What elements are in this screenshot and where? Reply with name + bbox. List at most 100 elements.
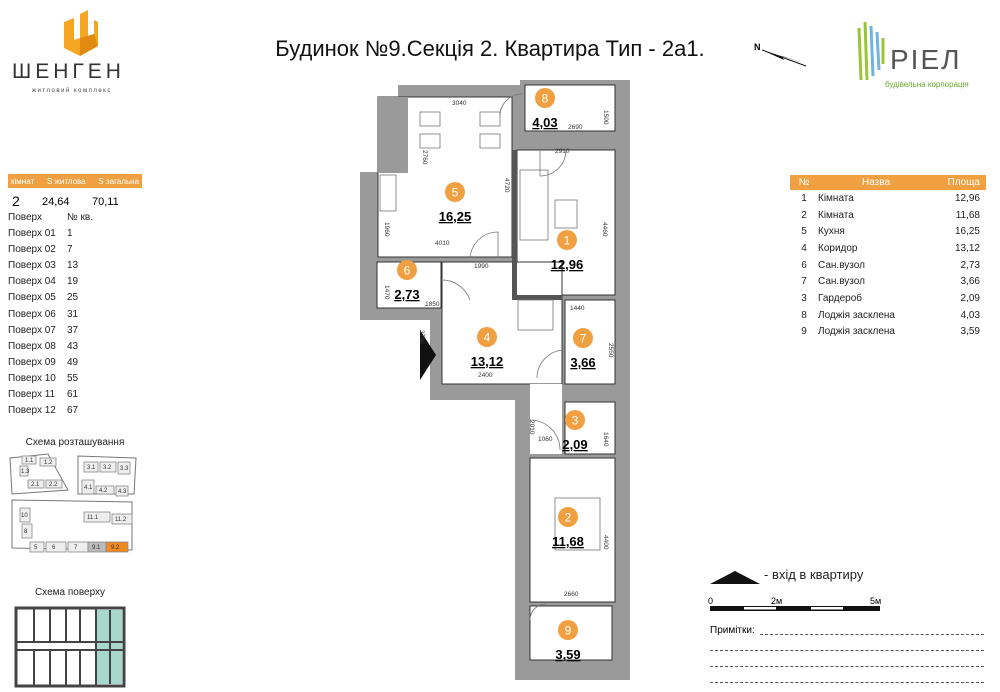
room-number-badge [397,260,417,280]
room-area: 3,66 [960,276,980,288]
floor-label: Поверх 05 [8,292,56,304]
room-label: 112,96 [551,230,584,272]
apartment-number: 19 [67,276,79,288]
shengen-logo-name: ШЕНГЕН [12,60,125,83]
room-number-badge [565,410,585,430]
dimension-label: 1440 [570,305,585,312]
room-name: Лоджія засклена [818,326,895,338]
room-number: 9 [801,326,807,338]
apartment-number: 1 [67,228,73,239]
room-number-badge [445,182,465,202]
notes-label: Примітки: [710,625,755,636]
room-number: 8 [801,309,807,321]
room-label: 93,59 [555,620,581,662]
room-area: 13,12 [471,354,504,369]
room-number: 3 [572,414,579,428]
floor-row: Поверх 05 25 [8,292,78,303]
dimension-label: 4720 [503,178,510,193]
room-area: 2,73 [960,259,980,271]
scale-bar [710,606,880,611]
room-2 [529,457,616,603]
room-area: 12,96 [954,192,980,204]
apt-col: № кв. [67,212,93,223]
floor-label: Поверх 04 [8,276,56,288]
room-number: 3 [801,292,807,304]
building-label: 11.1 [87,515,99,521]
room-number: 4 [801,242,807,254]
room-label: 32,09 [562,410,588,452]
building-label: 6 [52,545,56,551]
floor-label: Поверх 07 [8,324,56,336]
room-area: 4,03 [960,309,980,321]
dimension-label: 2550 [607,343,614,358]
dimension-label: 2010 [528,420,535,435]
dimension-label: 1850 [425,301,440,308]
dimension-label: 2400 [478,372,493,379]
room-area: 2,09 [562,437,587,452]
total-area: 70,11 [92,196,119,208]
dimension-label: 1470 [383,285,390,300]
dimension-label: 2760 [421,150,428,165]
apartment-number: 7 [67,244,73,256]
header-total-area: S загальна [98,176,139,186]
room-area: 3,59 [555,647,580,662]
floor-row: Поверх 04 19 [8,276,78,287]
apartment-number: 13 [67,260,79,272]
building-label: 4.3 [118,489,127,495]
room-name: Кухня [818,226,845,238]
room-label: 73,66 [570,328,596,370]
room-area: 2,73 [394,287,419,302]
room-area: 4,03 [532,115,557,130]
floor-label: Поверх 12 [8,405,56,417]
building-label: 1.2 [44,460,53,466]
apartment-number: 55 [67,372,79,384]
building-label: 7 [74,545,78,551]
room-area: 12,96 [551,257,584,272]
summary-header: кімнат S житлова S загальна [8,174,142,188]
room-number: 1 [564,234,571,248]
col-area: Площа [947,177,981,188]
room-label: 413,12 [471,327,504,369]
room-name: Кімната [818,192,854,204]
header-rooms: кімнат [11,176,35,186]
apartment-number: 25 [67,292,79,304]
entry-symbol-icon [710,571,760,584]
room-number: 2 [801,209,807,221]
room-number: 5 [452,186,459,200]
room-number: 9 [565,624,572,638]
floor-label: Поверх 03 [8,260,56,272]
site-scheme-title: Схема розташування [25,437,125,448]
dimension-label: 1640 [602,432,609,447]
dimension-label: 1990 [474,263,489,270]
rooms-table-header: № Назва Площа [790,175,986,190]
dimension-label: 1500 [602,110,609,125]
notes-line [710,682,984,683]
room-area: 11,68 [552,534,584,549]
room-number-badge [558,620,578,640]
floor-scheme-map [14,606,126,688]
building-label: 3.1 [87,465,96,471]
building-label: 4.2 [99,488,108,494]
room-name: Кімната [818,209,854,221]
building-label: 3.2 [103,465,112,471]
entry-arrow-icon [420,330,436,380]
dimension-label: 2660 [564,591,579,598]
dimension-label: 3780 [418,330,425,345]
shengen-logo-icon [64,10,98,56]
rooms-count: 2 [12,193,20,209]
apartment-number: 31 [67,308,79,320]
floor-label: Поверх 09 [8,356,56,368]
dimension-label: 2690 [568,124,583,131]
